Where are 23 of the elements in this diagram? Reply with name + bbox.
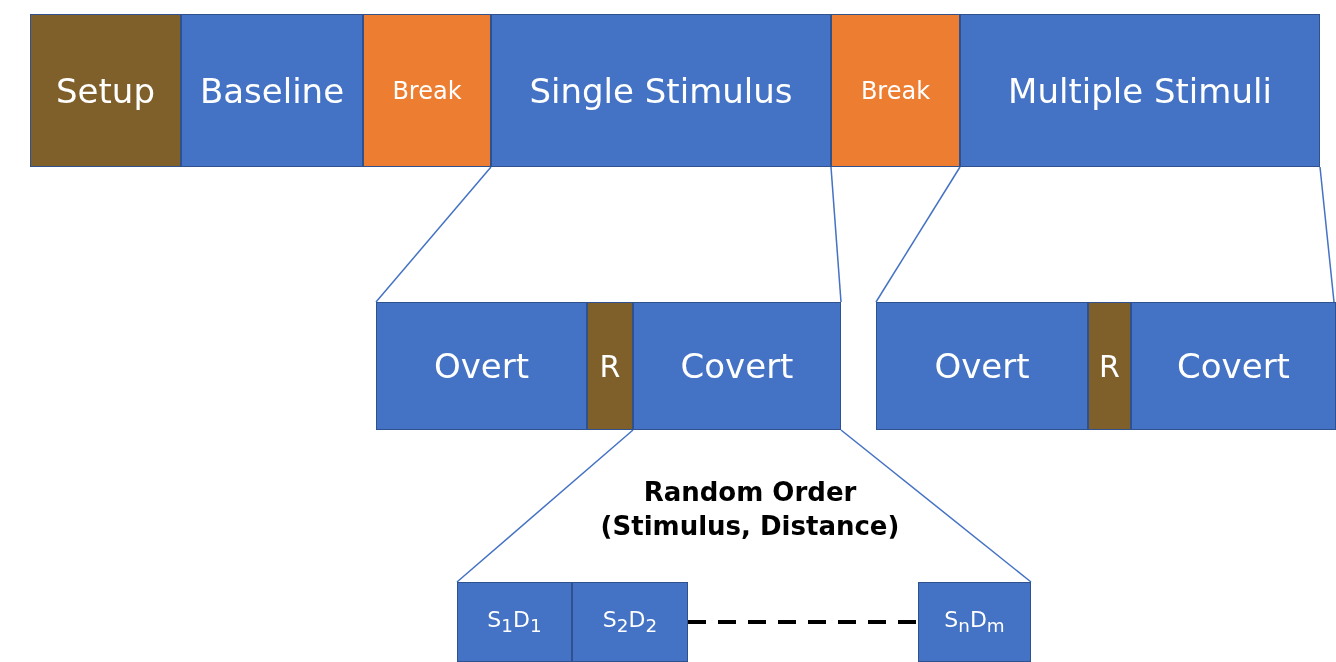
phase-block: Multiple Stimuli — [960, 14, 1320, 167]
phase-block: Overt — [376, 302, 587, 430]
phase-block: Break — [831, 14, 960, 167]
zoom-line — [840, 429, 1032, 583]
phase-block: R — [1088, 302, 1131, 430]
zoom-line — [375, 166, 492, 303]
phase-block: Covert — [633, 302, 841, 430]
zoom-line — [830, 166, 842, 303]
phase-block: Baseline — [181, 14, 363, 167]
zoom-line — [1319, 166, 1335, 303]
group-heading: Random Order (Stimulus, Distance) — [599, 476, 901, 543]
phase-block: Single Stimulus — [491, 14, 831, 167]
phase-block: Setup — [30, 14, 181, 167]
phase-block: S$_{1}$D$_{1}$ — [457, 582, 572, 662]
phase-block: Overt — [876, 302, 1088, 430]
zoom-line — [456, 429, 634, 583]
zoom-line — [875, 166, 961, 303]
dashed-connector — [688, 620, 918, 624]
phase-block: S$_{2}$D$_{2}$ — [572, 582, 688, 662]
phase-block: R — [587, 302, 633, 430]
phase-block: Covert — [1131, 302, 1336, 430]
phase-block: S$_{n}$D$_{m}$ — [918, 582, 1031, 662]
phase-block: Break — [363, 14, 491, 167]
